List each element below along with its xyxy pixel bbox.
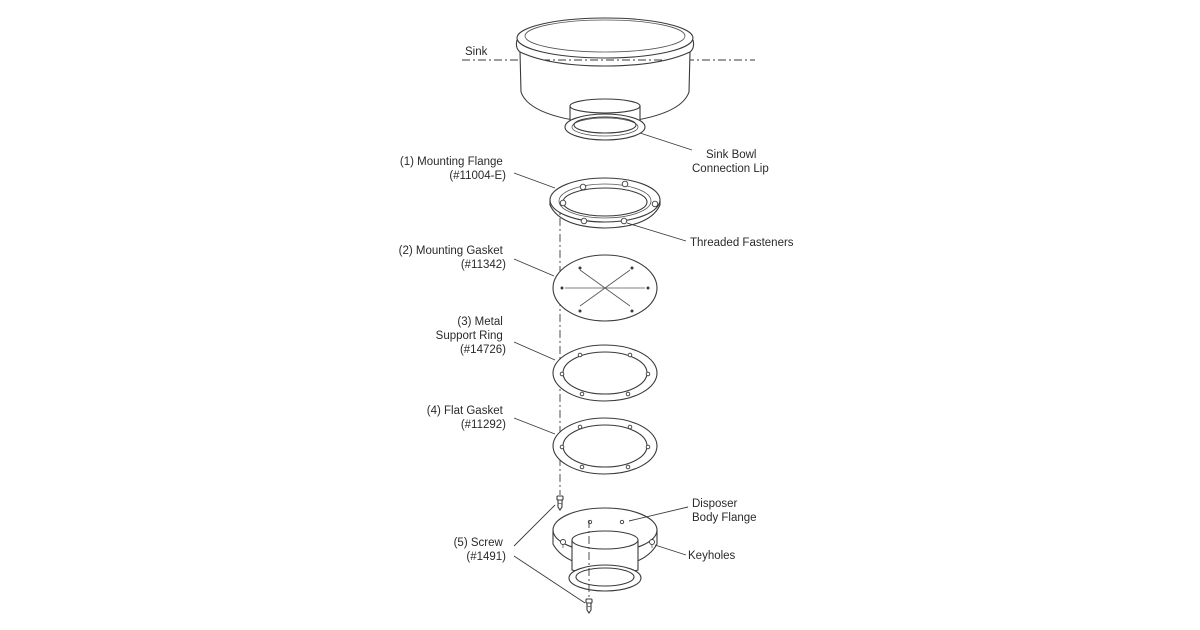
label-metal-support-ring: (3) Metal Support Ring (#14726) bbox=[436, 316, 506, 356]
label-screw: (5) Screw (#1491) bbox=[454, 537, 507, 563]
flat-gasket bbox=[552, 417, 658, 475]
keyholes bbox=[560, 539, 655, 548]
sink-bowl bbox=[462, 17, 755, 141]
label-sink-bowl-lip: Sink Bowl Connection Lip bbox=[692, 149, 769, 175]
metal-support-ring bbox=[552, 344, 658, 402]
label-threaded-fasteners: Threaded Fasteners bbox=[690, 237, 794, 249]
label-mounting-flange: (1) Mounting Flange (#11004-E) bbox=[400, 156, 506, 182]
mounting-flange bbox=[549, 177, 661, 229]
disposer-body-flange bbox=[552, 507, 658, 592]
leader-lines bbox=[513, 132, 693, 604]
label-mounting-gasket: (2) Mounting Gasket (#11342) bbox=[399, 245, 507, 271]
screw-bottom bbox=[585, 598, 593, 614]
threaded-fasteners bbox=[559, 180, 659, 225]
label-sink: Sink bbox=[465, 46, 488, 58]
screw-top bbox=[556, 495, 564, 511]
label-flat-gasket: (4) Flat Gasket (#11292) bbox=[427, 405, 506, 431]
mounting-gasket bbox=[552, 254, 658, 322]
label-disposer-body-flange: Disposer Body Flange bbox=[692, 498, 757, 524]
label-keyholes: Keyholes bbox=[688, 550, 736, 562]
